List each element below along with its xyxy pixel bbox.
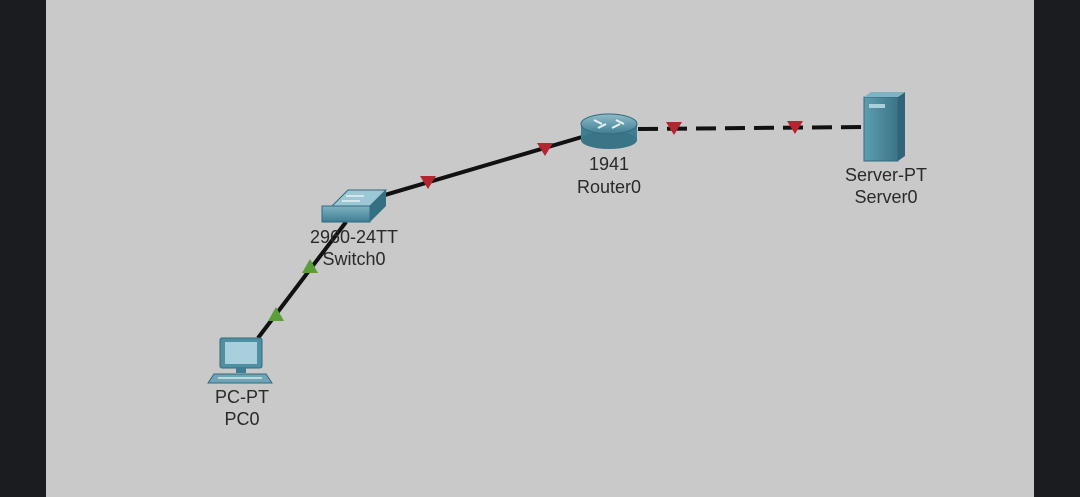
server-model-label: Server-PT: [844, 165, 928, 185]
link-status-down-router-left: [537, 143, 553, 156]
logical-workspace[interactable]: 1941 Router0 2960-24TT Switch0 Server-PT…: [46, 0, 1034, 497]
pc-name-label: PC0: [224, 409, 260, 429]
link-status-down-server: [787, 121, 803, 134]
link-status-down-router-right: [666, 122, 682, 135]
topology-drawing: [207, 92, 905, 384]
pc-icon[interactable]: [207, 337, 273, 384]
switch-model-label: 2960-24TT: [309, 227, 399, 247]
router-model-label: 1941: [588, 154, 630, 174]
server-icon[interactable]: [863, 92, 905, 162]
link-switch-router[interactable]: [377, 135, 583, 199]
router-name-label: Router0: [576, 177, 642, 197]
switch-icon[interactable]: [321, 189, 388, 223]
link-status-down-switch: [420, 176, 436, 189]
server-name-label: Server0: [854, 187, 918, 207]
switch-name-label: Switch0: [322, 249, 386, 269]
link-status-up-pc: [268, 307, 284, 321]
link-status-up-switch: [302, 259, 318, 273]
router-icon[interactable]: [580, 113, 638, 149]
pc-model-label: PC-PT: [215, 387, 269, 407]
